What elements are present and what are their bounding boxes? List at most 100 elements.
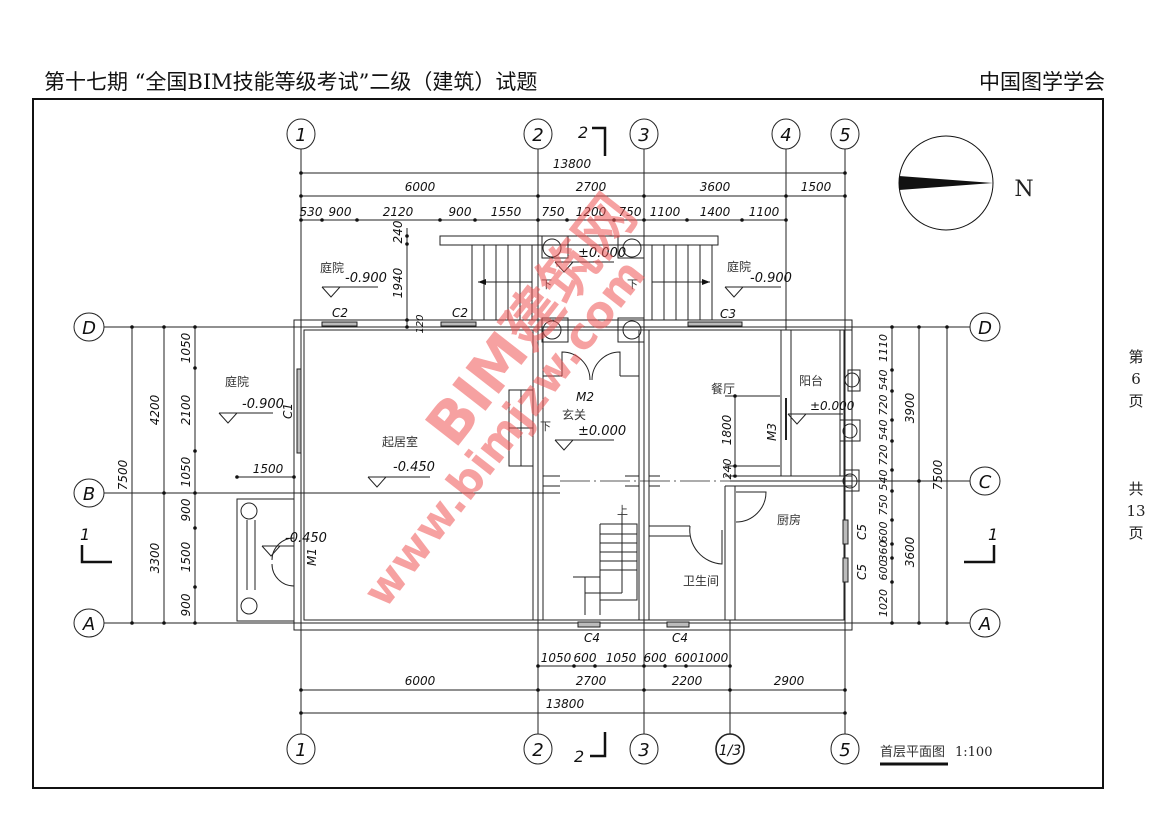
north-arrow-icon: N [898, 135, 1034, 231]
section-mark-top: 2 [578, 123, 607, 156]
svg-text:-0.450: -0.450 [393, 460, 435, 475]
svg-text:1050: 1050 [179, 456, 193, 487]
svg-text:C: C [979, 472, 992, 493]
section-mark-right: 1 [964, 525, 998, 564]
axis-bubble: 2 [523, 118, 553, 150]
svg-text:13800: 13800 [553, 157, 592, 171]
window-c3 [687, 321, 743, 327]
svg-text:4200: 4200 [148, 394, 162, 425]
total-label-prefix: 共 [1128, 480, 1144, 498]
axis-bubble: 1 [286, 733, 316, 765]
axis-bubbles-right: D C A [969, 312, 1001, 638]
page-total: 共 13 页 [1124, 478, 1148, 544]
svg-text:3600: 3600 [903, 536, 917, 567]
svg-text:1500: 1500 [801, 180, 832, 194]
svg-text:3600: 3600 [700, 180, 731, 194]
window-c4 [577, 621, 690, 628]
svg-text:530: 530 [300, 205, 323, 219]
svg-text:1: 1 [295, 125, 306, 146]
svg-text:1050: 1050 [179, 332, 193, 363]
entrance-structure [439, 235, 719, 343]
elevation-mark: -0.900 [218, 397, 284, 424]
drawing-frame [32, 98, 1104, 789]
svg-text:600: 600 [644, 651, 667, 665]
axis-bubble: 2 [523, 733, 553, 765]
drawing-title-block: 首层平面图 1:100 [880, 745, 992, 766]
window-c5 [842, 519, 849, 583]
axis-bubble: 5 [830, 118, 860, 150]
room-courtyard-left: 庭院 [225, 374, 249, 389]
door-bathroom [689, 525, 723, 565]
svg-text:600: 600 [675, 651, 698, 665]
elevation-mark: -0.450 [367, 460, 435, 488]
svg-text:1050: 1050 [541, 651, 572, 665]
svg-text:M3: M3 [765, 423, 779, 441]
axis-bubbles-bottom: 1 2 3 1/3 5 [286, 733, 860, 765]
svg-text:C5: C5 [855, 524, 869, 540]
svg-text:720: 720 [877, 445, 890, 466]
room-courtyard-top-left: 庭院 [320, 260, 344, 275]
svg-text:2: 2 [574, 747, 584, 766]
axis-bubble: 3 [629, 118, 659, 150]
svg-text:C1: C1 [281, 403, 295, 419]
svg-text:N: N [1014, 177, 1033, 202]
misc-dim-ticks [235, 234, 737, 479]
svg-text:720: 720 [877, 395, 890, 416]
drawing-title: 首层平面图 [880, 745, 945, 760]
axis-bubble: C [969, 466, 1001, 496]
axis-bubble: D [73, 312, 105, 342]
dims-left-ticks [130, 325, 197, 625]
svg-text:900: 900 [179, 593, 193, 616]
svg-text:1: 1 [988, 525, 998, 544]
svg-text:13800: 13800 [546, 697, 585, 711]
svg-text:240: 240 [391, 220, 405, 243]
svg-text:A: A [82, 614, 95, 635]
axis-bubble: B [73, 478, 105, 508]
room-kitchen: 厨房 [777, 512, 801, 527]
svg-text:5: 5 [839, 740, 850, 761]
svg-text:750: 750 [877, 495, 890, 516]
svg-text:D: D [978, 318, 992, 339]
section-mark-left: 1 [80, 525, 112, 564]
svg-text:上: 上 [617, 504, 628, 517]
dims-right-text: 1110 540 720 540 720 540 750 600 360 600… [877, 334, 945, 617]
svg-text:C4: C4 [584, 631, 600, 645]
svg-text:C2: C2 [332, 306, 348, 320]
svg-text:1020: 1020 [877, 589, 890, 617]
svg-text:下: 下 [541, 278, 552, 291]
svg-text:600: 600 [574, 651, 597, 665]
svg-text:1000: 1000 [698, 651, 729, 665]
svg-text:1500: 1500 [179, 541, 193, 572]
svg-text:D: D [82, 318, 96, 339]
svg-text:2700: 2700 [576, 674, 607, 688]
svg-text:6000: 6000 [405, 674, 436, 688]
svg-text:2200: 2200 [672, 674, 703, 688]
page-number: 第 6 页 [1124, 346, 1148, 412]
stair-up [573, 512, 638, 615]
svg-text:±0.000: ±0.000 [810, 399, 855, 413]
axis-bubble: 5 [830, 733, 860, 765]
dims-bottom-lines [301, 665, 845, 714]
svg-text:A: A [978, 614, 991, 635]
svg-text:C5: C5 [855, 564, 869, 580]
svg-text:540: 540 [877, 420, 890, 441]
exam-title: 第十七期 “全国BIM技能等级考试”二级（建筑）试题 [44, 70, 538, 94]
elevation-mark: ±0.000 [787, 399, 855, 425]
elevation-mark: -0.900 [724, 271, 792, 298]
page-label-prefix: 第 [1128, 348, 1144, 366]
svg-text:1050: 1050 [606, 651, 637, 665]
svg-text:1110: 1110 [877, 334, 890, 362]
section-mark-bottom: 2 [574, 732, 607, 766]
axis-bubble: 1 [286, 118, 316, 150]
dims-bottom-ticks [299, 664, 847, 715]
svg-text:1200: 1200 [576, 205, 607, 219]
axis-bubble: 1/3 [715, 733, 745, 765]
svg-text:3: 3 [638, 125, 649, 146]
svg-text:5: 5 [839, 125, 850, 146]
svg-text:240: 240 [721, 459, 734, 480]
svg-text:1/3: 1/3 [719, 743, 742, 759]
svg-text:120: 120 [415, 314, 426, 333]
svg-text:-0.900: -0.900 [750, 271, 792, 286]
svg-text:下: 下 [540, 420, 551, 433]
